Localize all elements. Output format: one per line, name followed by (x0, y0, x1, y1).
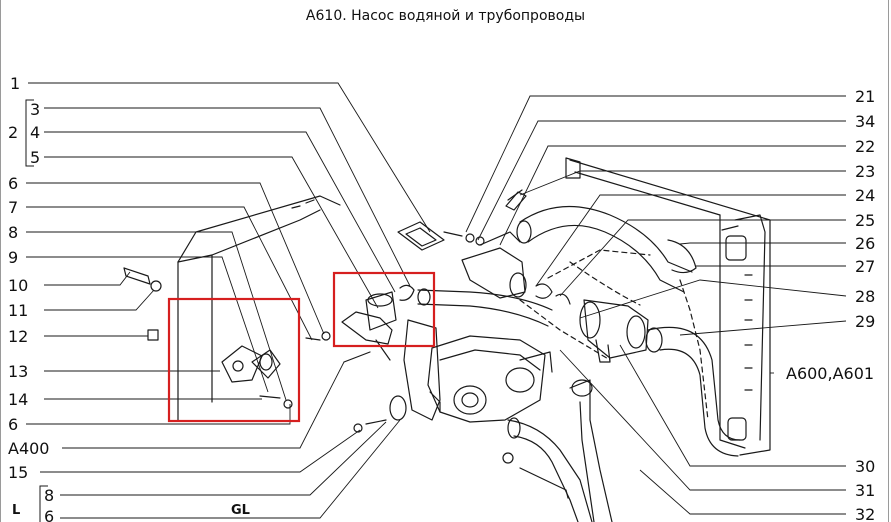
water-pump (427, 335, 553, 423)
callout-22[interactable]: 22 (855, 137, 875, 156)
callout-2[interactable]: 2 (8, 123, 18, 142)
coolant-flow-arrows (519, 249, 709, 421)
callout-8[interactable]: 8 (8, 223, 18, 242)
pump-gasket (403, 319, 441, 421)
callout-15[interactable]: 15 (8, 463, 28, 482)
callout-31[interactable]: 31 (855, 481, 875, 500)
callout-34[interactable]: 34 (855, 112, 875, 131)
pipe-bracket (341, 284, 415, 361)
footer-mid-label: GL (231, 503, 250, 518)
highlight-box-flange (167, 297, 301, 423)
callout-9[interactable]: 9 (8, 248, 18, 267)
callout-5[interactable]: 5 (30, 148, 40, 167)
callout-8-second[interactable]: 8 (44, 486, 54, 505)
heater-pipe (507, 379, 613, 522)
callout-25[interactable]: 25 (855, 211, 875, 230)
small-fittings (123, 189, 697, 499)
callout-a600-a601[interactable]: A600,A601 (786, 364, 874, 383)
footer-left-label: L (12, 503, 21, 518)
callout-4[interactable]: 4 (30, 123, 40, 142)
callout-28[interactable]: 28 (855, 287, 875, 306)
callout-6-third[interactable]: 6 (44, 507, 54, 522)
callout-12[interactable]: 12 (8, 327, 28, 346)
lower-hose (645, 326, 741, 457)
callout-26[interactable]: 26 (855, 234, 875, 253)
radiator (565, 157, 771, 456)
callout-30[interactable]: 30 (855, 457, 875, 476)
upper-hose (516, 205, 693, 293)
callout-6[interactable]: 6 (8, 174, 18, 193)
callout-24[interactable]: 24 (855, 186, 875, 205)
callout-14[interactable]: 14 (8, 390, 28, 409)
diagram-title: A610. Насос водяной и трубопроводы (305, 8, 586, 24)
water-outlet (461, 231, 527, 299)
highlight-boxes (167, 271, 436, 423)
thermostat-housing (579, 299, 649, 363)
callout-3[interactable]: 3 (30, 100, 40, 119)
leader-lines (26, 82, 847, 519)
engine-block-outline (177, 195, 341, 421)
callout-27[interactable]: 27 (855, 257, 875, 276)
callout-11[interactable]: 11 (8, 301, 28, 320)
callout-6-second[interactable]: 6 (8, 415, 18, 434)
gasket (397, 221, 445, 251)
coolant-pipe (417, 288, 553, 327)
callout-23[interactable]: 23 (855, 162, 875, 181)
callout-1[interactable]: 1 (10, 74, 20, 93)
callout-a400[interactable]: A400 (8, 439, 49, 458)
callout-21[interactable]: 21 (855, 87, 875, 106)
callout-13[interactable]: 13 (8, 362, 28, 381)
callout-32[interactable]: 32 (855, 505, 875, 522)
flange (221, 345, 293, 409)
callout-29[interactable]: 29 (855, 312, 875, 331)
group-brackets (25, 99, 48, 522)
highlight-box-pipe-bracket (332, 271, 436, 348)
callout-7[interactable]: 7 (8, 198, 18, 217)
callout-10[interactable]: 10 (8, 276, 28, 295)
